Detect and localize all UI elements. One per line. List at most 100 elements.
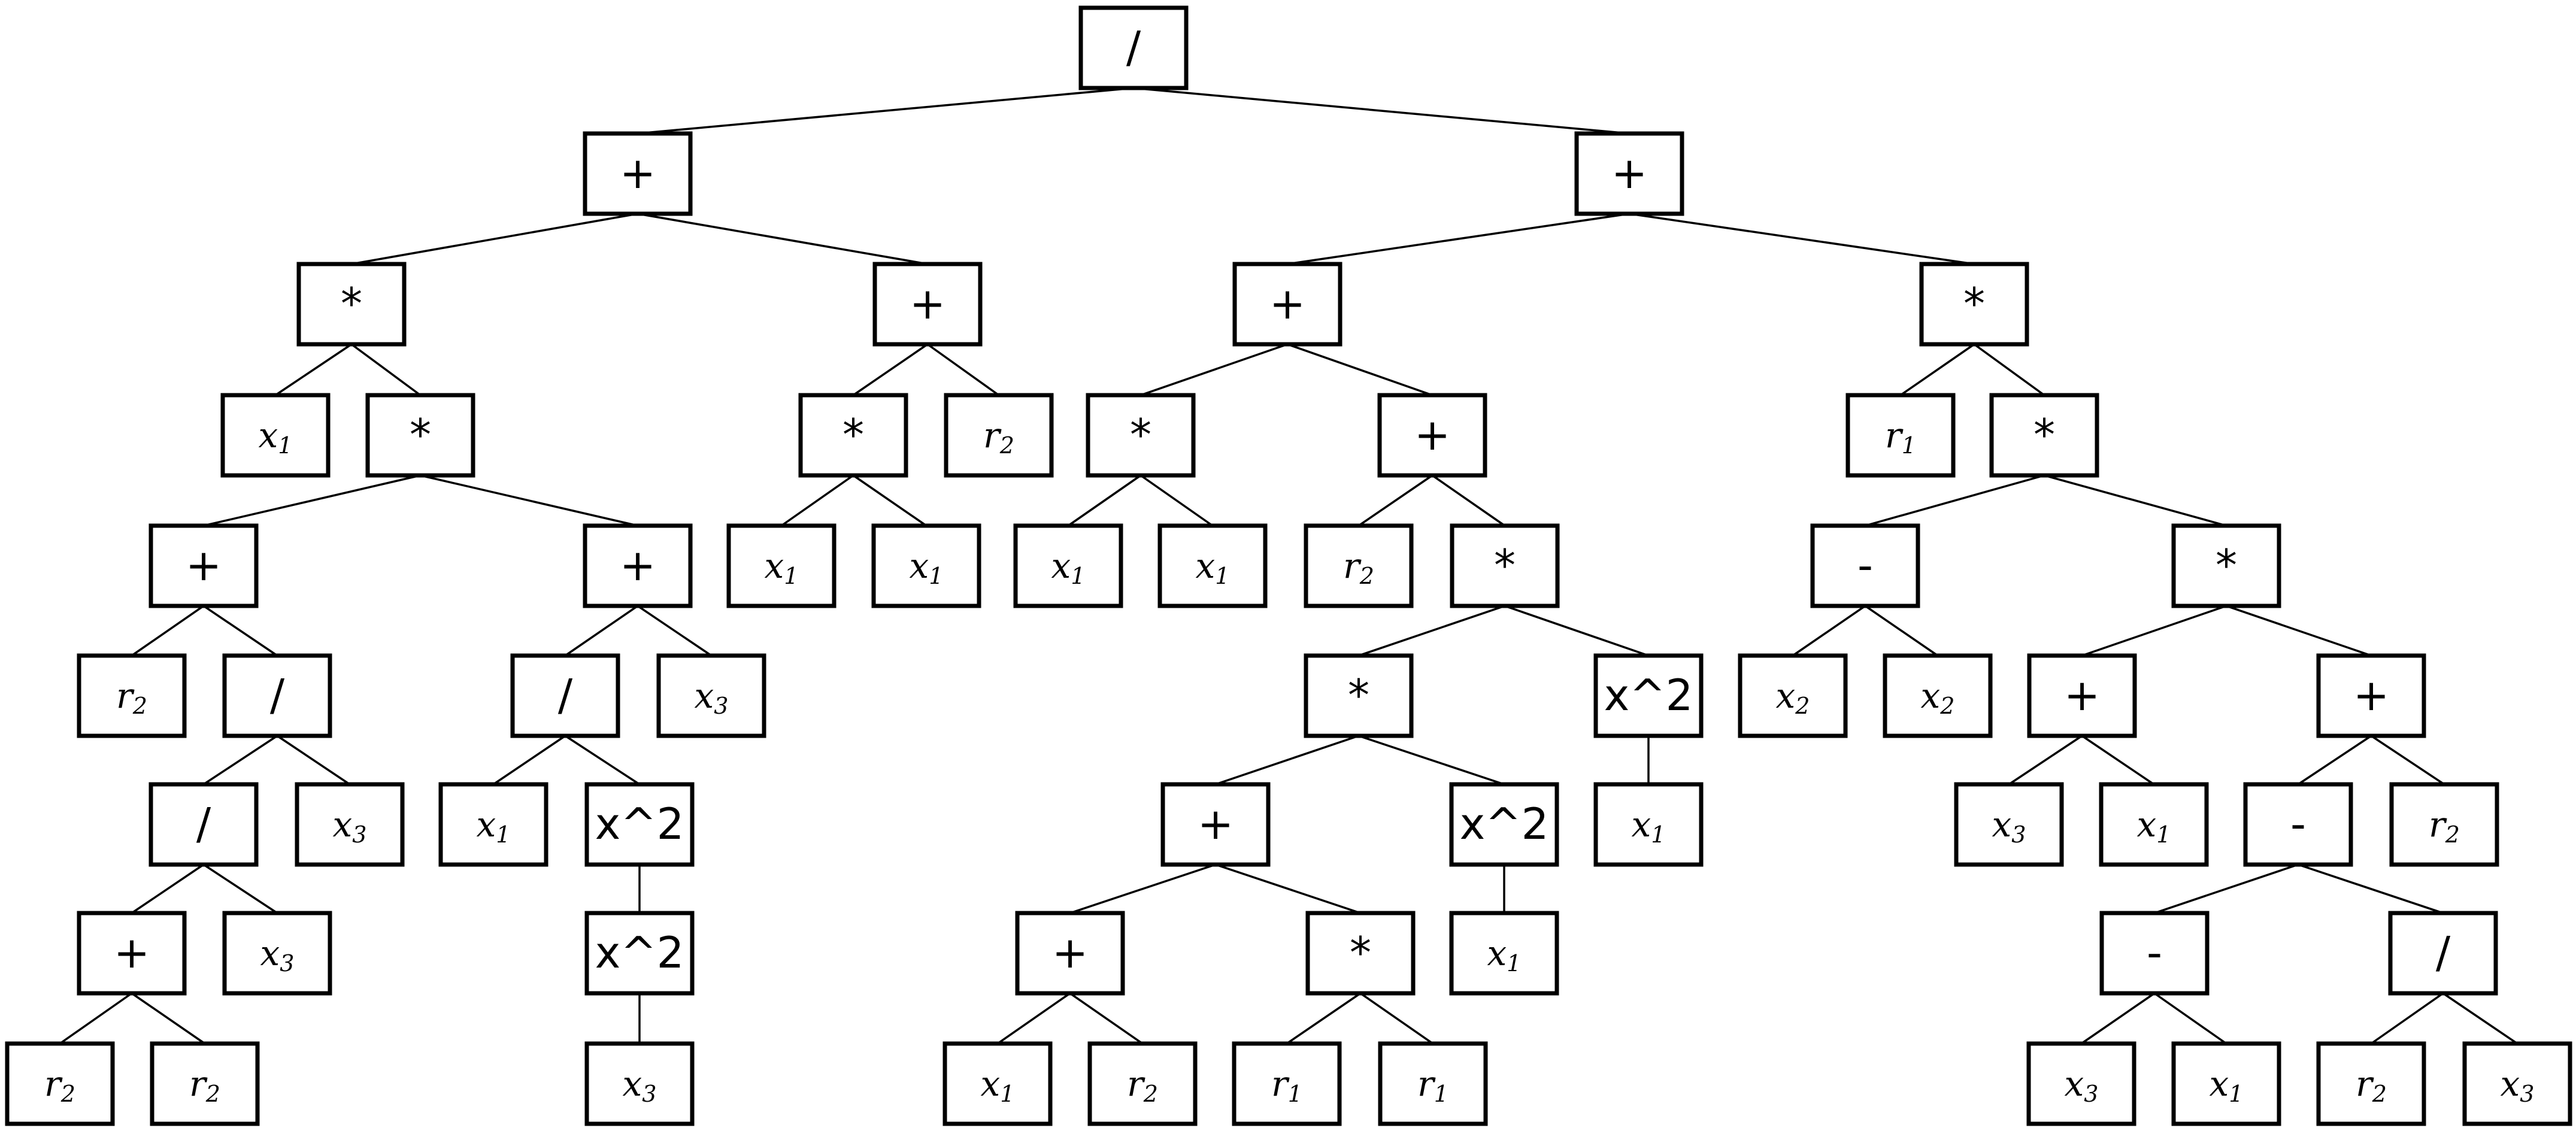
node-box	[1378, 1041, 1488, 1126]
tree-node-times: *	[1989, 393, 2099, 478]
tree-node-r1: r1	[1378, 1041, 1488, 1126]
node-box	[222, 653, 332, 738]
tree-edge	[2081, 992, 2155, 1045]
tree-edge	[926, 343, 1000, 396]
tree-node-minus: -	[2243, 782, 2353, 867]
node-box	[149, 523, 259, 608]
tree-edge	[2298, 863, 2444, 914]
tree-edge	[1069, 863, 1216, 914]
node-box	[2316, 653, 2426, 738]
tree-node-divide: /	[1078, 5, 1189, 90]
node-box	[1919, 262, 2029, 347]
tree-edge	[2081, 605, 2227, 657]
operator-label: /	[270, 670, 285, 720]
tree-edge	[565, 735, 640, 786]
tree-node-x3: x3	[295, 782, 405, 867]
tree-node-divide: /	[222, 653, 332, 738]
tree-node-x1: x1	[438, 782, 548, 867]
node-box	[1574, 131, 1684, 216]
tree-edge	[1069, 992, 1143, 1045]
tree-edge	[351, 213, 638, 265]
operator-label: +	[186, 540, 222, 590]
tree-node-times: *	[1304, 653, 1414, 738]
variable-label: r2	[2429, 804, 2460, 848]
tree-edge	[203, 474, 421, 527]
tree-node-plus: +	[583, 131, 693, 216]
tree-node-x2: x2	[1883, 653, 1993, 738]
tree-edge	[2153, 992, 2228, 1045]
operator-label: +	[2064, 670, 2100, 720]
node-box	[872, 262, 983, 347]
tree-node-x3: x3	[1954, 782, 2064, 867]
tree-edge	[131, 992, 205, 1045]
node-box	[2462, 1041, 2572, 1126]
tree-node-x1: x1	[1157, 523, 1268, 608]
operator-label: -	[2147, 927, 2162, 978]
tree-node-r1: r1	[1232, 1041, 1342, 1126]
tree-edge	[131, 863, 204, 914]
variable-label: x1	[765, 545, 799, 589]
tree-edge	[2442, 992, 2518, 1045]
node-box	[1013, 523, 1123, 608]
operator-label: *	[410, 410, 431, 460]
node-box	[150, 1041, 260, 1126]
tree-edge	[131, 605, 204, 657]
node-box	[1449, 911, 1559, 996]
variable-label: x3	[695, 675, 729, 719]
tree-edge	[1358, 605, 1505, 657]
tree-edge	[493, 735, 566, 786]
tree-node-times: *	[1450, 523, 1560, 608]
node-box	[1883, 653, 1993, 738]
variable-label: x1	[259, 415, 293, 459]
tree-node-times: *	[1086, 393, 1196, 478]
operator-label: /	[558, 670, 573, 720]
tree-node-square: x^2	[584, 782, 695, 867]
tree-edge	[1133, 87, 1630, 135]
variable-label: x3	[260, 933, 295, 977]
node-box	[2388, 911, 2498, 996]
node-box	[2026, 1041, 2136, 1126]
operator-label: *	[2033, 410, 2055, 460]
variable-label: x3	[2501, 1063, 2535, 1107]
tree-node-divide: /	[510, 653, 620, 738]
operator-label: x^2	[1604, 670, 1693, 720]
node-box	[1304, 523, 1414, 608]
tree-edge	[203, 735, 278, 786]
tree-edge	[1358, 474, 1433, 527]
tree-node-x3: x3	[222, 911, 332, 996]
operator-label: *	[341, 278, 362, 329]
operator-label: *	[2216, 540, 2237, 590]
tree-node-times: *	[1919, 262, 2029, 347]
node-box	[2243, 782, 2353, 867]
tree-edge	[1068, 474, 1141, 527]
node-box	[584, 911, 695, 996]
tree-edge	[1865, 474, 2045, 527]
variable-label: x1	[981, 1063, 1015, 1107]
tree-edge	[853, 343, 928, 396]
tree-node-square: x^2	[1449, 782, 1559, 867]
operator-label: +	[620, 148, 656, 198]
variable-label: r2	[2356, 1063, 2387, 1107]
tree-edge	[1973, 343, 2045, 396]
node-box	[1449, 782, 1559, 867]
tree-node-divide: /	[2388, 911, 2498, 996]
tree-edge	[2298, 735, 2372, 786]
tree-node-x1: x1	[942, 1041, 1053, 1126]
node-box	[365, 393, 475, 478]
variable-label: x1	[1051, 545, 1086, 589]
tree-edge	[1900, 343, 1975, 396]
operator-label: *	[1350, 927, 1371, 978]
variable-label: x3	[2065, 1063, 2099, 1107]
tree-edge	[637, 213, 928, 265]
tree-edge	[780, 474, 854, 527]
node-box	[583, 523, 693, 608]
tree-node-plus: +	[77, 911, 187, 996]
node-box	[942, 1041, 1053, 1126]
tree-node-x1: x1	[1593, 782, 1704, 867]
tree-edge	[1287, 213, 1630, 265]
variable-label: x1	[910, 545, 944, 589]
tree-node-times: *	[365, 393, 475, 478]
variable-label: x3	[623, 1063, 657, 1107]
operator-label: -	[2290, 799, 2306, 849]
node-box	[584, 1041, 695, 1126]
